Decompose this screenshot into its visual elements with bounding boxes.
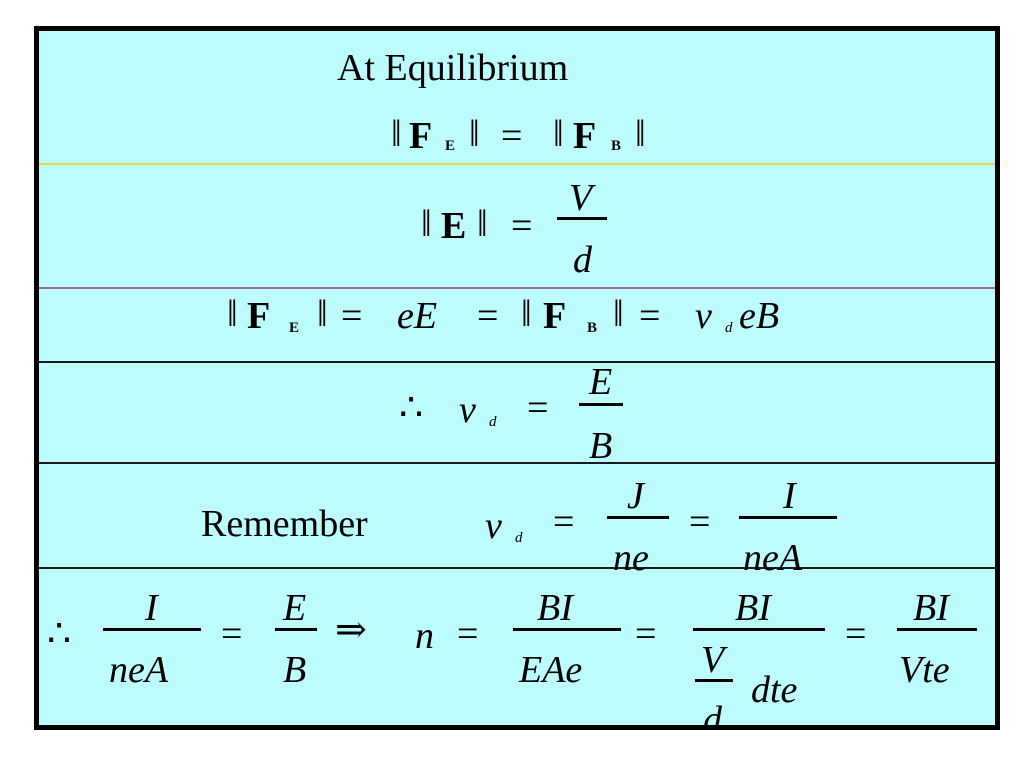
- numerator-v: V: [569, 177, 593, 219]
- denominator-vte: Vte: [899, 649, 950, 691]
- nested-denominator-d: d: [703, 699, 722, 730]
- subscript-d: d: [515, 530, 523, 546]
- divider-5: [39, 567, 995, 569]
- numerator-i: I: [783, 475, 796, 517]
- term-eb: eB: [739, 295, 780, 337]
- force-f-symbol: F: [247, 295, 271, 337]
- norm-bar: ‖: [553, 113, 564, 155]
- norm-bar: ‖: [521, 293, 532, 335]
- divider-1: [39, 163, 995, 165]
- subscript-b: B: [611, 138, 622, 154]
- fraction-bar: [103, 628, 201, 631]
- equals-sign: =: [341, 295, 363, 337]
- numerator-bi: BI: [537, 587, 573, 629]
- equals-sign: =: [639, 295, 661, 337]
- denominator-ne: ne: [613, 537, 649, 579]
- subscript-e: E: [289, 320, 300, 336]
- velocity-v: v: [459, 389, 476, 431]
- velocity-v: v: [485, 505, 502, 547]
- norm-bar: ‖: [477, 203, 488, 245]
- numerator-bi: BI: [913, 587, 949, 629]
- denominator-nea: neA: [109, 649, 169, 691]
- nested-fraction-bar: [695, 679, 733, 682]
- fraction-bar: [739, 516, 837, 519]
- fraction-bar: [579, 403, 623, 406]
- equals-sign: =: [845, 613, 867, 655]
- therefore-symbol: ∴: [399, 387, 424, 429]
- slide-frame: At Equilibrium ‖ F E ‖ = ‖ F B ‖ ‖ E ‖ =…: [34, 26, 1000, 730]
- force-f-symbol: F: [409, 115, 433, 157]
- norm-bar: ‖: [391, 113, 402, 155]
- numerator-e: E: [283, 587, 307, 629]
- denominator-dte: dte: [751, 669, 798, 711]
- subscript-b: B: [587, 320, 598, 336]
- denominator-b: B: [589, 425, 613, 467]
- equals-sign: =: [553, 501, 575, 543]
- subscript-e: E: [445, 138, 456, 154]
- nested-numerator-v: V: [701, 639, 725, 681]
- subscript-d: d: [725, 320, 733, 336]
- numerator-j: J: [627, 475, 644, 517]
- equals-sign: =: [221, 613, 243, 655]
- subscript-d: d: [489, 414, 497, 430]
- implies-arrow: ⇒: [335, 609, 367, 651]
- field-e-symbol: E: [441, 205, 467, 247]
- numerator-e: E: [589, 361, 613, 403]
- fraction-bar: [693, 628, 825, 631]
- equals-sign: =: [501, 115, 523, 157]
- divider-3: [39, 361, 995, 363]
- force-f-symbol: F: [543, 295, 567, 337]
- equals-sign: =: [477, 295, 499, 337]
- equals-sign: =: [635, 613, 657, 655]
- denominator-b: B: [283, 649, 307, 691]
- fraction-bar: [557, 217, 607, 220]
- denominator-nea: neA: [743, 537, 803, 579]
- divider-2: [39, 287, 995, 289]
- norm-bar: ‖: [469, 113, 480, 155]
- norm-bar: ‖: [613, 293, 624, 335]
- remember-label: Remember: [201, 503, 368, 545]
- velocity-v: v: [695, 295, 712, 337]
- force-f-symbol: F: [573, 115, 597, 157]
- fraction-bar: [275, 628, 317, 631]
- denominator-eae: EAe: [519, 649, 583, 691]
- therefore-symbol: ∴: [47, 613, 72, 655]
- norm-bar: ‖: [635, 113, 646, 155]
- equals-sign: =: [689, 501, 711, 543]
- term-ee: eE: [397, 295, 438, 337]
- fraction-bar: [607, 516, 669, 519]
- equals-sign: =: [511, 205, 533, 247]
- denominator-d: d: [573, 239, 592, 281]
- fraction-bar: [513, 628, 621, 631]
- numerator-i: I: [145, 587, 158, 629]
- variable-n: n: [415, 615, 434, 657]
- numerator-bi: BI: [735, 587, 771, 629]
- divider-4: [39, 462, 995, 464]
- title-at-equilibrium: At Equilibrium: [337, 47, 569, 89]
- fraction-bar: [897, 628, 977, 631]
- norm-bar: ‖: [227, 293, 238, 335]
- norm-bar: ‖: [421, 203, 432, 245]
- norm-bar: ‖: [317, 293, 328, 335]
- equals-sign: =: [457, 613, 479, 655]
- equals-sign: =: [527, 387, 549, 429]
